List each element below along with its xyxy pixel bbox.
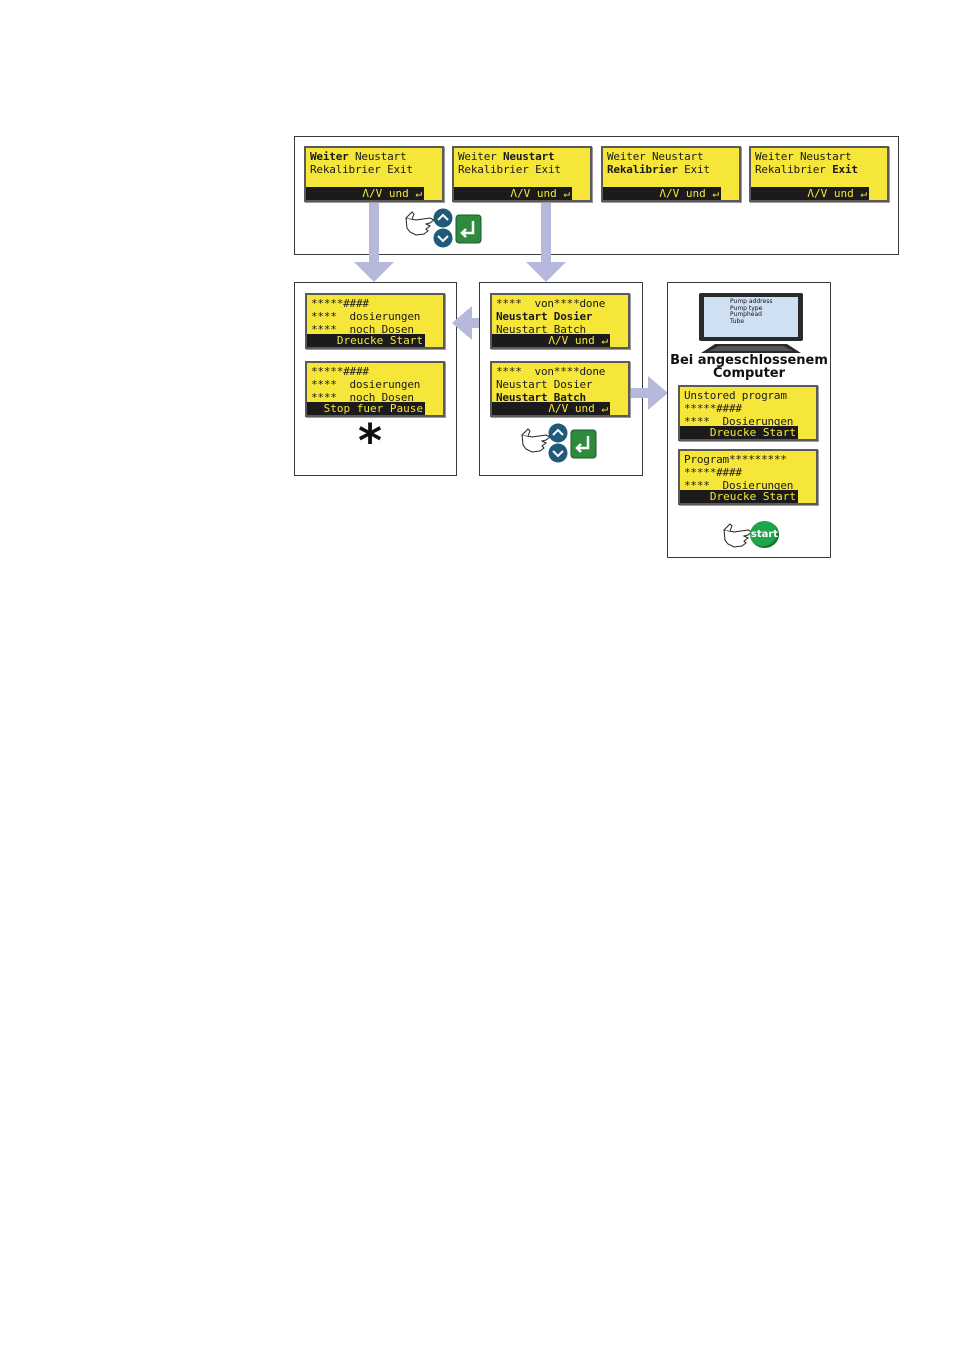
computer-heading-line1: Bei angeschlossenem — [670, 353, 828, 368]
lcd-right-2-bar: Dreucke Start — [680, 490, 798, 503]
lcd-top-4-bar: Λ/V und ↵ — [751, 187, 869, 200]
arrow-down-middle-head — [526, 262, 566, 282]
lcd-right-2: Program********* *****#### **** Dosierun… — [678, 449, 818, 505]
arrow-right — [631, 388, 651, 398]
lcd-right-1-line2: *****#### — [684, 402, 742, 415]
lcd-right-1-line1: Unstored program — [684, 389, 787, 402]
lcd-top-2-bar: Λ/V und ↵ — [454, 187, 572, 200]
lcd-corner — [721, 187, 739, 200]
lcd-corner — [869, 187, 887, 200]
down-arrow-icon[interactable] — [432, 228, 454, 248]
lcd-top-1-bar: Λ/V und ↵ — [306, 187, 424, 200]
enter-icon[interactable] — [570, 429, 597, 459]
lcd-right-2-line3: **** Dosierungen — [684, 479, 794, 492]
lcd-middle-1: **** von****done Neustart Dosier Neustar… — [490, 293, 630, 349]
lcd-left-2-line2: **** dosierungen — [311, 378, 421, 391]
lcd-right-2-line2: *****#### — [684, 466, 742, 479]
lcd-corner — [610, 334, 628, 347]
arrow-down-left-head — [354, 262, 394, 282]
lcd-top-1-rekalibrier: Rekalibrier — [310, 163, 381, 176]
lcd-top-1: Weiter Neustart Rekalibrier Exit Λ/V und… — [304, 146, 444, 202]
lcd-middle-2-line3: Neustart Batch — [496, 391, 586, 404]
lcd-middle-2-line2: Neustart Dosier — [496, 378, 593, 391]
lcd-top-2-rekalibrier: Rekalibrier — [458, 163, 529, 176]
lcd-corner — [798, 426, 816, 439]
lcd-top-2-neustart: Neustart — [502, 150, 555, 163]
lcd-top-3-rekalibrier: Rekalibrier — [607, 163, 678, 176]
monitor-line-3: Pumphead — [730, 311, 762, 318]
lcd-right-1-bar: Dreucke Start — [680, 426, 798, 439]
asterisk-symbol: * — [358, 414, 383, 468]
hand-pointer-icon — [521, 428, 551, 453]
lcd-middle-1-bar: Λ/V und ↵ — [492, 334, 610, 347]
lcd-middle-2-bar: Λ/V und ↵ — [492, 402, 610, 415]
lcd-top-3: Weiter Neustart Rekalibrier Exit Λ/V und… — [601, 146, 741, 202]
lcd-left-1: *****#### **** dosierungen **** noch Dos… — [305, 293, 445, 349]
start-button-icon[interactable]: start — [750, 521, 779, 548]
monitor-line-4: Tube — [730, 317, 745, 325]
lcd-left-1-line1: *****#### — [311, 297, 369, 310]
lcd-corner — [610, 402, 628, 415]
arrow-down-left — [369, 202, 379, 266]
lcd-top-3-weiter: Weiter — [607, 150, 646, 163]
lcd-middle-1-line2: Neustart Dosier — [496, 310, 593, 323]
lcd-right-2-line1: Program********* — [684, 453, 787, 466]
lcd-corner — [798, 490, 816, 503]
lcd-corner — [424, 187, 442, 200]
lcd-left-2-line1: *****#### — [311, 365, 369, 378]
up-arrow-icon[interactable] — [547, 423, 569, 443]
lcd-left-1-bar: Dreucke Start — [307, 334, 425, 347]
lcd-middle-1-line1: **** von****done — [496, 297, 606, 310]
lcd-left-1-line2: **** dosierungen — [311, 310, 421, 323]
hand-pointer-icon — [405, 211, 435, 236]
lcd-left-2-bar: Stop fuer Pause — [307, 402, 425, 415]
lcd-corner — [425, 402, 443, 415]
up-arrow-icon[interactable] — [432, 208, 454, 228]
computer-monitor-icon — [699, 293, 803, 353]
monitor-text: Pump address Pump type Pumphead Tube — [730, 298, 773, 325]
lcd-left-1-line3: **** noch Dosen — [311, 323, 414, 336]
computer-heading-line2: Computer — [712, 366, 786, 381]
down-arrow-icon[interactable] — [547, 443, 569, 463]
lcd-top-4-weiter: Weiter — [755, 150, 794, 163]
lcd-middle-2-line1: **** von****done — [496, 365, 606, 378]
lcd-top-4: Weiter Neustart Rekalibrier Exit Λ/V und… — [749, 146, 889, 202]
lcd-middle-2: **** von****done Neustart Dosier Neustar… — [490, 361, 630, 417]
lcd-middle-1-line3: Neustart Batch — [496, 323, 586, 336]
monitor-line-2: Pump type — [730, 304, 763, 312]
lcd-top-1-weiter: Weiter — [310, 150, 349, 163]
lcd-right-1-line3: **** Dosierungen — [684, 415, 794, 428]
arrow-left-head — [452, 306, 472, 340]
lcd-top-1-exit: Exit — [387, 163, 413, 176]
lcd-top-3-neustart: Neustart — [651, 150, 704, 163]
lcd-right-1: Unstored program *****#### **** Dosierun… — [678, 385, 818, 441]
lcd-corner — [572, 187, 590, 200]
arrow-down-middle — [541, 202, 551, 266]
lcd-top-4-rekalibrier: Rekalibrier — [755, 163, 826, 176]
lcd-top-3-exit: Exit — [684, 163, 710, 176]
lcd-left-2: *****#### **** dosierungen **** noch Dos… — [305, 361, 445, 417]
lcd-top-1-neustart: Neustart — [354, 150, 407, 163]
lcd-top-4-neustart: Neustart — [799, 150, 852, 163]
enter-icon[interactable] — [455, 214, 482, 244]
start-label: start — [750, 529, 779, 540]
lcd-left-2-line3: **** noch Dosen — [311, 391, 414, 404]
monitor-line-1: Pump address — [730, 298, 773, 305]
hand-pointer-icon — [723, 523, 753, 548]
lcd-corner — [425, 334, 443, 347]
lcd-top-4-exit: Exit — [832, 163, 858, 176]
lcd-top-3-bar: Λ/V und ↵ — [603, 187, 721, 200]
lcd-top-2-weiter: Weiter — [458, 150, 497, 163]
lcd-top-2: Weiter Neustart Rekalibrier Exit Λ/V und… — [452, 146, 592, 202]
lcd-top-2-exit: Exit — [535, 163, 561, 176]
arrow-right-head — [648, 376, 668, 410]
